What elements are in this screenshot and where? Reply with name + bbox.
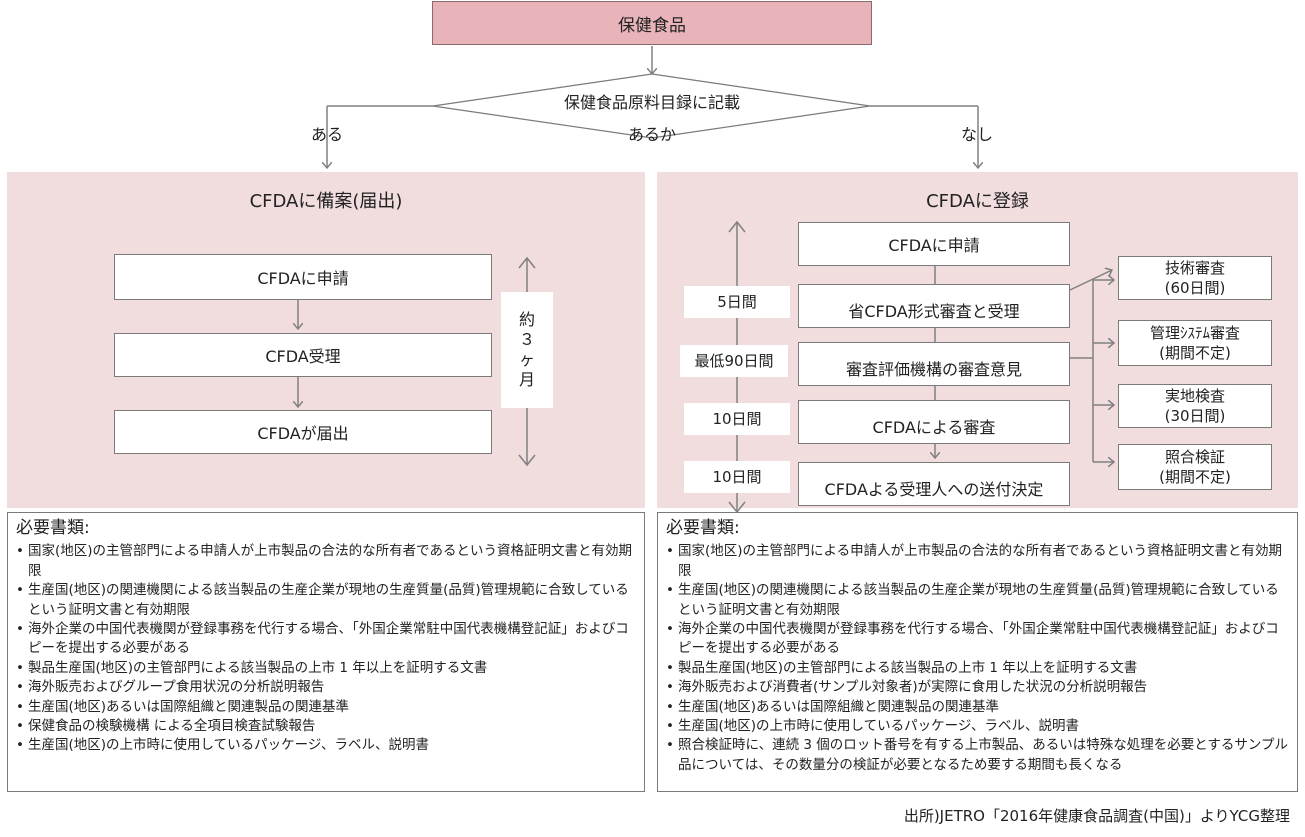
right-requirements-title: 必要書類: <box>666 518 740 538</box>
right-requirement-item: 生産国(地区)の関連機関による該当製品の生産企業が現地の生産質量(品質)管理規範… <box>666 581 1289 620</box>
decision-middle-label: あるか <box>627 125 676 144</box>
right-step-format-review: 省CFDA形式審査と受理 <box>798 284 1070 328</box>
review-management-system: 管理ｼｽﾃﾑ審査 (期間不定) <box>1118 320 1272 366</box>
duration-10-days-a: 10日間 <box>684 403 790 435</box>
left-requirement-item: 海外企業の中国代表機関が登録事務を代行する場合、「外国企業常駐中国代表機構登記証… <box>16 620 636 659</box>
left-duration-label: 約 ３ ヶ 月 <box>518 310 535 389</box>
right-step-cfda-review-label: CFDAによる審査 <box>872 418 996 437</box>
left-step-accept: CFDA受理 <box>114 333 492 377</box>
decision-yes-label: ある <box>310 125 343 144</box>
review-verification-period: (期間不定) <box>1159 468 1231 486</box>
review-technical: 技術審査 (60日間) <box>1118 256 1272 300</box>
right-step-evaluation: 審査評価機構の審査意見 <box>798 342 1070 386</box>
left-step-accept-label: CFDA受理 <box>265 347 341 366</box>
left-requirement-item: 国家(地区)の主管部門による申請人が上市製品の合法的な所有者であるという資格証明… <box>16 542 636 581</box>
review-technical-name: 技術審査 <box>1164 259 1225 277</box>
right-step-format-review-label: 省CFDA形式審査と受理 <box>848 302 1020 321</box>
top-title: 保健食品 <box>618 15 686 36</box>
left-duration-box: 約 ３ ヶ 月 <box>501 292 553 408</box>
left-requirement-item: 生産国(地区)の上市時に使用しているパッケージ、ラベル、説明書 <box>16 736 636 756</box>
decision-question: 保健食品原料目録に記載 <box>563 93 740 112</box>
review-technical-period: (60日間) <box>1164 279 1226 297</box>
right-requirement-item: 生産国(地区)の上市時に使用しているパッケージ、ラベル、説明書 <box>666 717 1289 737</box>
right-requirement-item: 生産国(地区)あるいは国際組織と関連製品の関連基準 <box>666 698 1289 718</box>
left-requirement-item: 生産国(地区)あるいは国際組織と関連製品の関連基準 <box>16 698 636 718</box>
duration-90-days: 最低90日間 <box>680 345 788 377</box>
review-onsite: 実地検査 (30日間) <box>1118 384 1272 428</box>
right-step-evaluation-label: 審査評価機構の審査意見 <box>845 360 1022 379</box>
review-verification-name: 照合検証 <box>1164 448 1225 466</box>
decision-diamond <box>432 73 871 139</box>
right-step-apply: CFDAに申請 <box>798 222 1070 266</box>
duration-5-days: 5日間 <box>684 286 790 318</box>
right-requirement-item: 製品生産国(地区)の主管部門による該当製品の上市 1 年以上を証明する文書 <box>666 659 1289 679</box>
review-verification: 照合検証 (期間不定) <box>1118 444 1272 490</box>
right-requirement-item: 海外企業の中国代表機関が登録事務を代行する場合、「外国企業常駐中国代表機構登記証… <box>666 620 1289 659</box>
left-step-apply-label: CFDAに申請 <box>257 269 349 288</box>
left-requirement-item: 生産国(地区)の関連機関による該当製品の生産企業が現地の生産質量(品質)管理規範… <box>16 581 636 620</box>
right-requirement-item: 国家(地区)の主管部門による申請人が上市製品の合法的な所有者であるという資格証明… <box>666 542 1289 581</box>
decision-no-label: なし <box>960 125 993 144</box>
left-requirements-title: 必要書類: <box>16 518 90 538</box>
duration-10-days-b: 10日間 <box>684 461 790 493</box>
left-requirements-box: 必要書類: 国家(地区)の主管部門による申請人が上市製品の合法的な所有者であると… <box>7 512 645 792</box>
duration-90-days-label: 最低90日間 <box>694 352 774 370</box>
review-management-system-name: 管理ｼｽﾃﾑ審査 <box>1149 324 1240 342</box>
duration-10-days-b-label: 10日間 <box>712 468 762 486</box>
left-requirements-list: 国家(地区)の主管部門による申請人が上市製品の合法的な所有者であるという資格証明… <box>16 542 636 756</box>
right-requirement-item: 海外販売および消費者(サンプル対象者)が実際に食用した状況の分析説明報告 <box>666 678 1289 698</box>
left-requirement-item: 製品生産国(地区)の主管部門による該当製品の上市 1 年以上を証明する文書 <box>16 659 636 679</box>
right-requirement-item: 照合検証時に、連続 3 個のロット番号を有する上市製品、あるいは特殊な処理を必要… <box>666 736 1289 775</box>
left-step-filed-label: CFDAが届出 <box>257 424 349 443</box>
left-requirement-item: 保健食品の検験機構 による全項目検査試験報告 <box>16 717 636 737</box>
right-step-decision-sent-label: CFDAよる受理人への送付決定 <box>824 480 1044 499</box>
left-step-apply: CFDAに申請 <box>114 254 492 300</box>
right-requirements-box: 必要書類: 国家(地区)の主管部門による申請人が上市製品の合法的な所有者であると… <box>657 512 1298 792</box>
review-management-system-period: (期間不定) <box>1159 344 1231 362</box>
left-step-filed: CFDAが届出 <box>114 410 492 454</box>
left-panel-title: CFDAに備案(届出) <box>249 191 403 212</box>
right-step-decision-sent: CFDAよる受理人への送付決定 <box>798 462 1070 506</box>
right-requirements-list: 国家(地区)の主管部門による申請人が上市製品の合法的な所有者であるという資格証明… <box>666 542 1289 775</box>
review-onsite-name: 実地検査 <box>1164 387 1225 405</box>
review-onsite-period: (30日間) <box>1164 407 1226 425</box>
left-requirement-item: 海外販売およびグループ食用状況の分析説明報告 <box>16 678 636 698</box>
duration-5-days-label: 5日間 <box>717 293 757 311</box>
right-step-cfda-review: CFDAによる審査 <box>798 400 1070 444</box>
source-note: 出所)JETRO「2016年健康食品調査(中国)」よりYCG整理 <box>903 807 1290 825</box>
right-step-apply-label: CFDAに申請 <box>888 236 980 255</box>
duration-10-days-a-label: 10日間 <box>712 410 762 428</box>
right-panel-title: CFDAに登録 <box>926 191 1029 212</box>
top-title-box: 保健食品 <box>432 1 872 45</box>
